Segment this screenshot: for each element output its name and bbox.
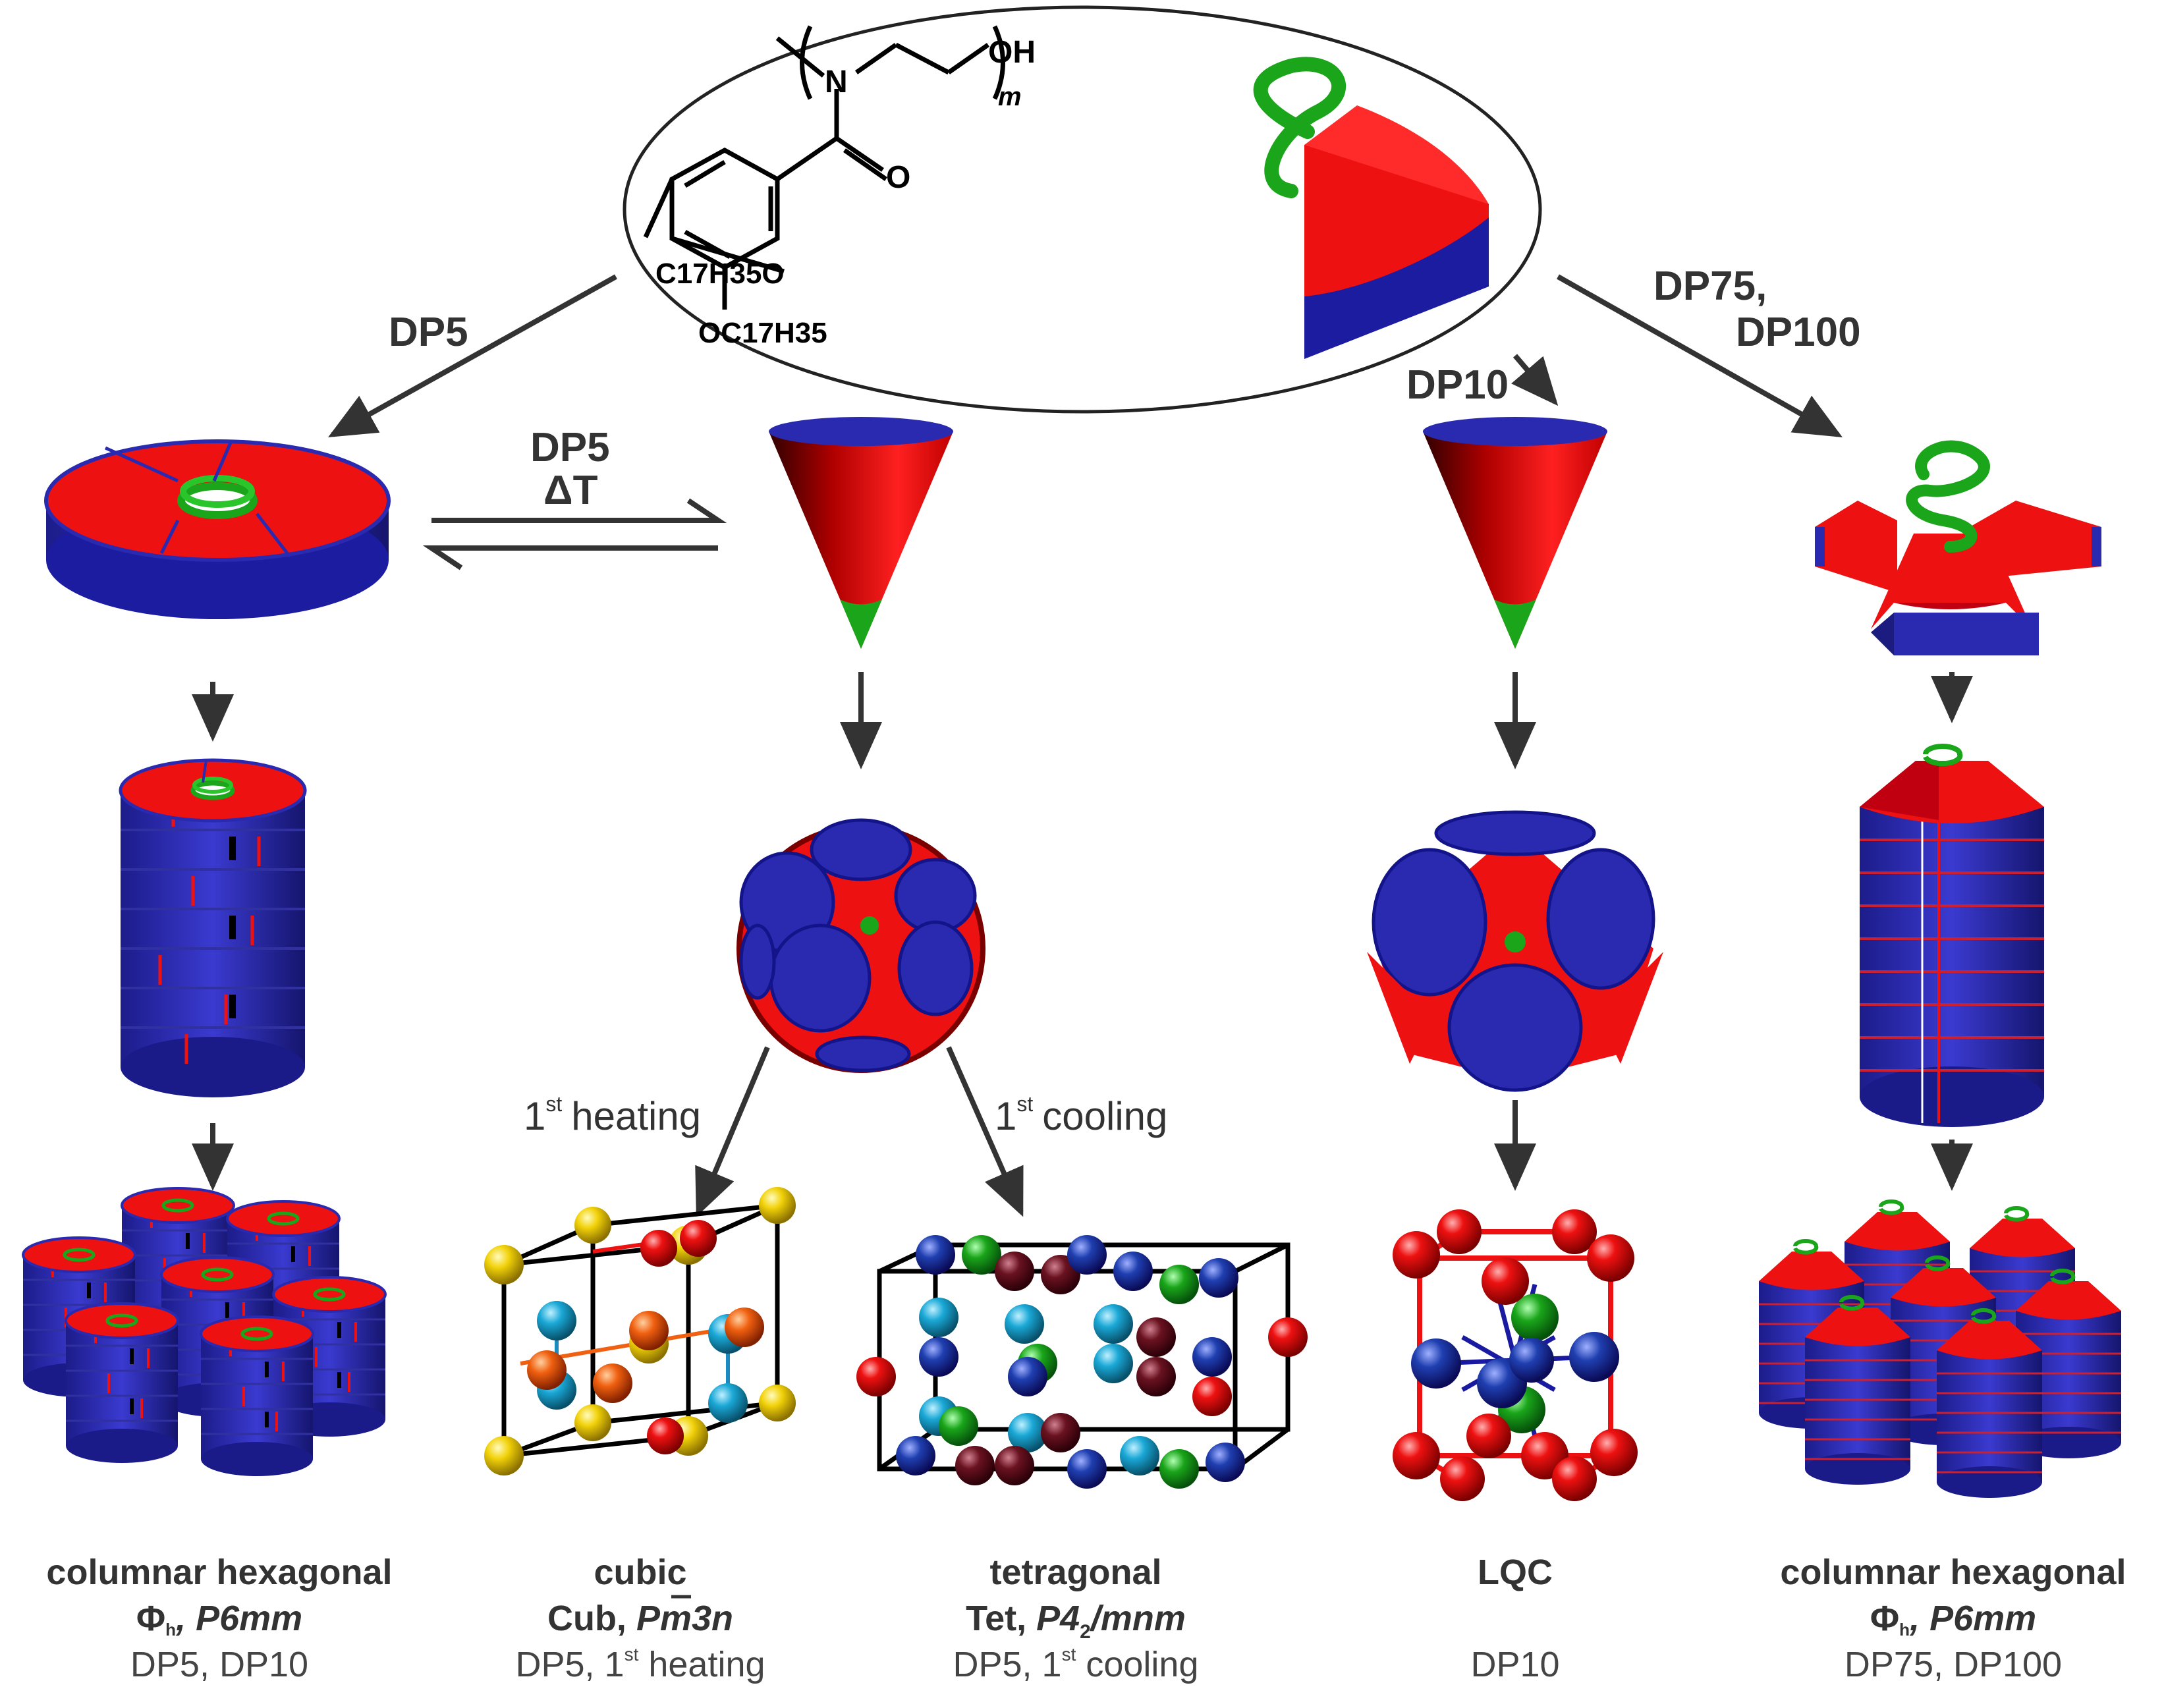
mol-m-label: m	[998, 82, 1022, 111]
label-dp75: DP75,	[1653, 263, 1767, 309]
mol-n-label: N	[825, 65, 848, 99]
caption-tetragonal: tetragonal Tet, P42/mnm DP5, 1st cooling	[953, 1553, 1198, 1684]
arrow-dp5	[328, 274, 617, 437]
phase-symbol: Tet, P42/mnm	[966, 1599, 1186, 1643]
label-dp10: DP10	[1406, 362, 1509, 408]
helical-crown-icon	[1815, 440, 2101, 655]
phase-conditions: DP5, 1st heating	[515, 1644, 765, 1684]
phase-name: columnar hexagonal	[1780, 1553, 2126, 1592]
monomer-ellipse	[623, 5, 1542, 414]
hexagonal-lattice-right-icon	[1759, 1201, 2121, 1498]
label-dp100: DP100	[1736, 310, 1861, 355]
arrow-dp10	[1511, 354, 1559, 406]
lqc-micelle-icon	[1367, 810, 1663, 1092]
arrow-dp75	[1557, 274, 1843, 437]
phase-name: columnar hexagonal	[46, 1553, 392, 1592]
caption-cubic: cubic Cub, Pm3n DP5, 1st heating	[515, 1553, 765, 1684]
column-stack-icon	[121, 760, 305, 1097]
caption-columnar-left: columnar hexagonal Φh, P6mm DP5, DP10	[46, 1553, 392, 1684]
arrow-cooling	[946, 1046, 1024, 1217]
molecule-structure	[643, 25, 1005, 310]
phase-name: tetragonal	[989, 1553, 1161, 1592]
phase-conditions: DP75, DP100	[1845, 1645, 2062, 1684]
phase-symbol: Φh, P6mm	[136, 1599, 302, 1639]
phase-conditions: DP10	[1470, 1645, 1559, 1684]
phase-name: cubic	[594, 1553, 686, 1592]
cubic-micelle-icon	[736, 818, 985, 1073]
caption-lqc: LQC DP10	[1470, 1553, 1559, 1684]
dendron-wedge-icon	[1253, 57, 1489, 359]
tetragonal-lattice-icon	[856, 1235, 1308, 1489]
phase-name: LQC	[1478, 1553, 1553, 1592]
equilibrium-arrow-back	[422, 545, 718, 570]
cone-dp10-icon	[1423, 417, 1607, 649]
phase-symbol: Φh, P6mm	[1870, 1599, 2036, 1639]
phase-conditions: DP5, 1st cooling	[953, 1644, 1198, 1684]
supramolecular-disc-icon	[46, 441, 389, 619]
cubic-lattice-icon	[484, 1187, 796, 1475]
label-dp5: DP5	[389, 310, 468, 355]
lqc-lattice-icon	[1393, 1209, 1638, 1501]
hexagonal-lattice-left-icon	[23, 1188, 385, 1476]
mol-oh-label: OH	[988, 35, 1036, 70]
mol-alkoxy-bottom: OC17H35	[698, 317, 827, 349]
cone-column-icon	[1860, 746, 2044, 1127]
mol-alkoxy-left: C17H35O	[655, 258, 785, 290]
caption-columnar-right: columnar hexagonal Φh, P6mm DP75, DP100	[1780, 1553, 2126, 1684]
arrow-heating	[695, 1046, 770, 1217]
mol-o-label: O	[886, 160, 910, 195]
phase-symbol: Cub, Pm3n	[547, 1599, 733, 1638]
label-delta-t: ΔT	[543, 468, 598, 513]
label-dp5-equilibrium: DP5	[530, 425, 610, 470]
phase-conditions: DP5, DP10	[130, 1645, 308, 1684]
equilibrium-arrow-forward	[431, 498, 727, 523]
cone-dp5-icon	[769, 417, 953, 649]
